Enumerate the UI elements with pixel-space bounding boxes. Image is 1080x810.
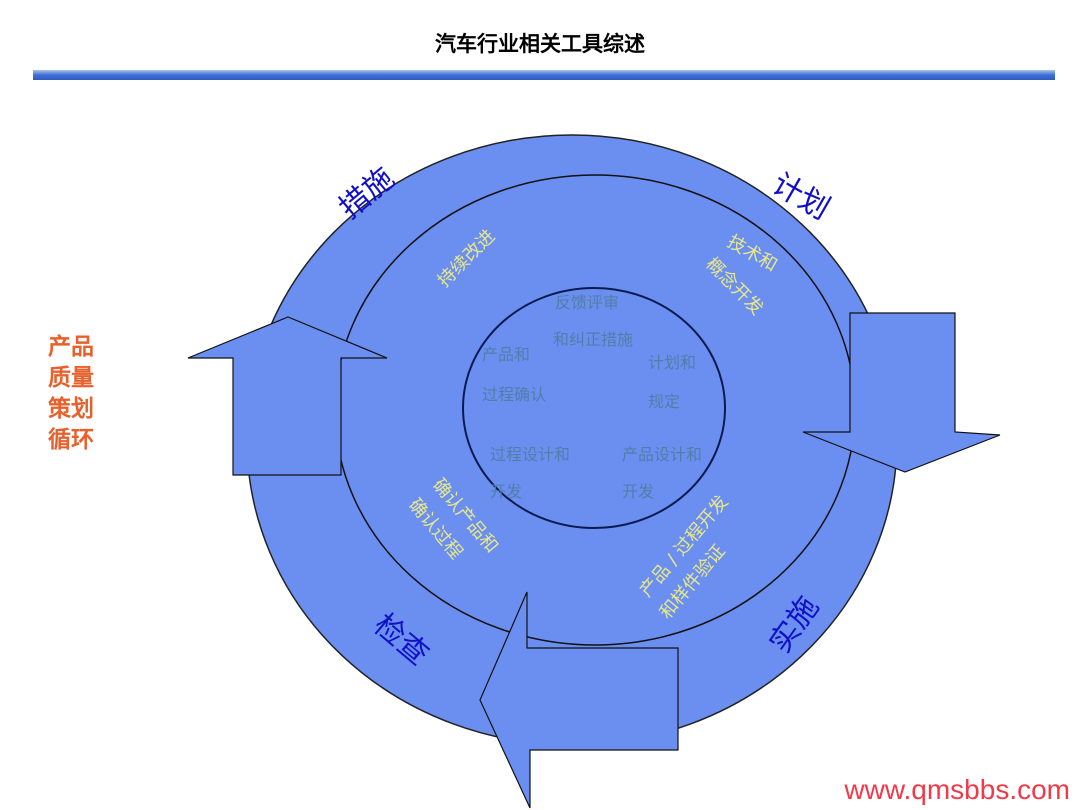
label-confirmation-1: 产品和: [482, 345, 530, 364]
title-divider: [33, 70, 1055, 80]
side-label-line: 策划: [48, 396, 94, 422]
watermark: www.qmsbbs.com: [844, 774, 1070, 805]
label-product-design-1: 产品设计和: [622, 445, 702, 464]
page-title: 汽车行业相关工具综述: [435, 31, 645, 56]
side-label-line: 质量: [48, 365, 94, 391]
label-feedback-2: 和纠正措施: [553, 330, 633, 349]
arrow-up-left: [187, 316, 388, 476]
side-label-line: 循环: [48, 427, 94, 453]
label-feedback-1: 反馈评审: [555, 293, 619, 312]
side-label-line: 产品: [48, 334, 94, 360]
label-product-design-2: 开发: [622, 482, 654, 501]
label-process-design-1: 过程设计和: [490, 445, 570, 464]
label-confirmation-2: 过程确认: [482, 385, 546, 404]
label-planning-1: 计划和: [648, 353, 696, 372]
arrow-down-right: [802, 312, 1001, 473]
label-process-design-2: 开发: [490, 482, 522, 501]
arrow-left-bottom: [479, 591, 679, 809]
side-label: 产品 质量 策划 循环: [48, 332, 108, 456]
label-planning-2: 规定: [648, 392, 680, 411]
inner-circle: [462, 287, 726, 529]
